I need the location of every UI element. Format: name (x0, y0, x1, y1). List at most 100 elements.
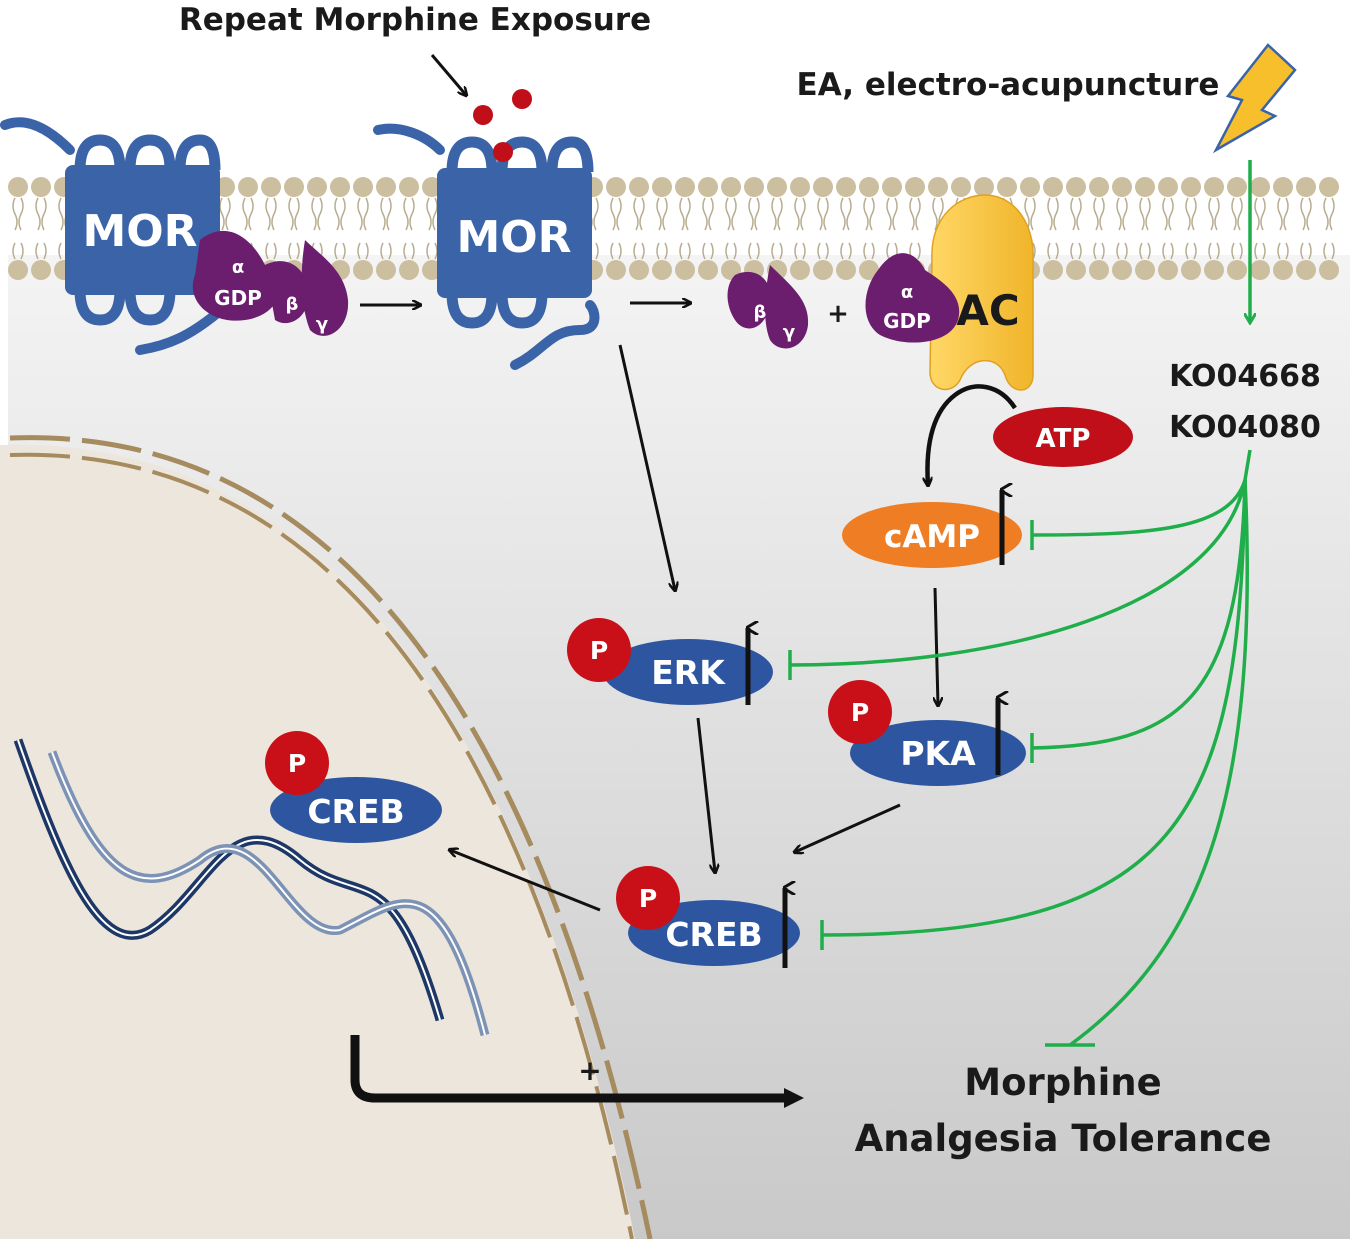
inhibit-camp (1031, 449, 1252, 537)
lipid-tail (242, 197, 254, 260)
lipid-tail (1208, 197, 1220, 260)
lipid-head (1250, 260, 1270, 280)
lipid-head (1135, 260, 1155, 280)
alpha-label-right: α (901, 282, 913, 303)
lipid-head (767, 177, 787, 197)
lipid-head (1158, 260, 1178, 280)
g-beta-gamma: β γ (727, 265, 809, 349)
lipid-tail (1093, 197, 1105, 260)
lipid-tail (794, 197, 806, 260)
lipid-tail (334, 197, 346, 260)
lipid-tail (1323, 197, 1335, 260)
lipid-head (1089, 177, 1109, 197)
lipid-head (1273, 177, 1293, 197)
gdp-label-right: GDP (883, 309, 931, 333)
lipid-head (330, 177, 350, 197)
mor-right-label: MOR (456, 212, 571, 263)
arrow-camp-pka (935, 587, 938, 705)
lipid-tail (863, 197, 875, 260)
beta-label-right: β (754, 302, 767, 323)
lipid-tail (265, 197, 277, 260)
inhibition-lines (788, 449, 1252, 1047)
creb-nucleus-node: CREB P (265, 731, 442, 843)
lipid-head (882, 177, 902, 197)
lipid-head (1227, 177, 1247, 197)
morphine-molecules (473, 89, 532, 162)
lipid-head (997, 177, 1017, 197)
lipid-head (836, 260, 856, 280)
lipid-head (1112, 177, 1132, 197)
beta-label-left: β (286, 294, 299, 315)
lipid-head (974, 177, 994, 197)
gamma-label-left: γ (316, 314, 328, 335)
plus-sign-transcription: + (578, 1054, 601, 1087)
erk-node: ERK P (567, 618, 773, 705)
lipid-head (1250, 177, 1270, 197)
creb-label: CREB (665, 915, 762, 954)
alpha-label-left: α (232, 257, 244, 278)
lipid-tail (886, 197, 898, 260)
lipid-tail (1116, 197, 1128, 260)
pka-label: PKA (900, 734, 976, 773)
atp-node (993, 407, 1133, 467)
creb-node: CREB P (616, 866, 800, 968)
lipid-head (721, 177, 741, 197)
lipid-tail (403, 197, 415, 260)
lipid-head (238, 177, 258, 197)
camp-label: cAMP (884, 519, 980, 555)
lipid-head (652, 177, 672, 197)
inhibit-tolerance (1068, 479, 1249, 1047)
creb-phospho-label: P (639, 884, 657, 913)
lipid-tail (1185, 197, 1197, 260)
lipid-head (606, 177, 626, 197)
lipid-head (376, 260, 396, 280)
lipid-head (928, 177, 948, 197)
lipid-head (31, 260, 51, 280)
lightning-icon (1212, 43, 1297, 154)
ac-label: AC (956, 286, 1019, 335)
creb-nucleus-phospho-label: P (288, 749, 306, 778)
lipid-head (1204, 260, 1224, 280)
lipid-tail (1024, 197, 1036, 260)
lipid-tail (1139, 197, 1151, 260)
lipid-tail (357, 197, 369, 260)
lipid-head (1158, 177, 1178, 197)
pka-phospho-label: P (851, 698, 869, 727)
lipid-head (1135, 177, 1155, 197)
lipid-head (859, 260, 879, 280)
nucleus (0, 444, 635, 1239)
lipid-head (1066, 260, 1086, 280)
lipid-tail (817, 197, 829, 260)
lipid-head (905, 177, 925, 197)
lipid-head (8, 260, 28, 280)
lipid-head (790, 260, 810, 280)
dna-helix (13, 738, 490, 1037)
lipid-tail (702, 197, 714, 260)
lipid-head (1089, 260, 1109, 280)
lipid-head (813, 177, 833, 197)
lipid-head (1181, 177, 1201, 197)
lipid-head (1296, 177, 1316, 197)
lipid-head (675, 260, 695, 280)
lipid-head (836, 177, 856, 197)
lipid-tail (909, 197, 921, 260)
arrow-morphine (430, 54, 466, 95)
atp-label: ATP (1036, 424, 1091, 454)
arrow-erk-creb (696, 717, 715, 872)
arrow-atp-camp (927, 384, 1017, 485)
inhibit-pka (1031, 479, 1247, 750)
lipid-head (698, 260, 718, 280)
lipid-head (1227, 260, 1247, 280)
lipid-tail (748, 197, 760, 260)
lipid-head (399, 260, 419, 280)
adenylyl-cyclase: AC (929, 194, 1034, 391)
nuclear-envelope-inner (9, 452, 634, 1239)
lipid-tail (426, 197, 438, 260)
lipid-tail (380, 197, 392, 260)
creb-nucleus-label: CREB (307, 792, 404, 831)
plus-sign-g: + (827, 299, 849, 329)
camp-node (842, 502, 1022, 568)
ko-pathway-1: KO04668 (1169, 359, 1321, 394)
lipid-tail (656, 197, 668, 260)
